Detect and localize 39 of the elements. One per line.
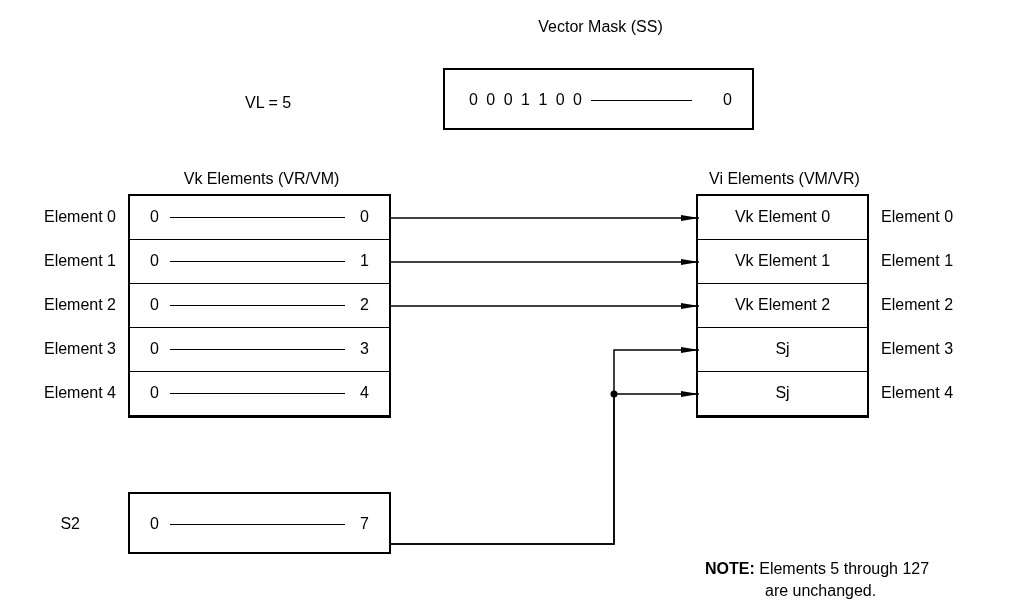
vector-length-label: VL = 5 bbox=[245, 94, 292, 112]
bit-index: 0 bbox=[150, 515, 159, 533]
arrow bbox=[388, 259, 700, 265]
bit-index: 4 bbox=[360, 384, 369, 402]
element-label: Element 3 bbox=[43, 340, 116, 358]
note-text: NOTE: Elements 5 through 127 are unchanged. bbox=[705, 559, 930, 601]
bit-index: 7 bbox=[360, 515, 369, 533]
bit-index: 0 bbox=[723, 91, 732, 109]
element-content: Vk Element 1 bbox=[733, 252, 832, 270]
bit-index: 0 bbox=[150, 340, 159, 358]
bit-index: 3 bbox=[360, 340, 369, 358]
register-heading: Vi Elements (VM/VR) bbox=[708, 170, 861, 188]
bit-index: 1 bbox=[360, 252, 369, 270]
bit-index: 0 bbox=[150, 252, 159, 270]
element-label: Element 0 bbox=[43, 208, 116, 226]
bit-index: 0 bbox=[360, 208, 369, 226]
element-label: Element 2 bbox=[43, 296, 116, 314]
element-label: S2 bbox=[60, 515, 80, 533]
arrow bbox=[388, 303, 700, 309]
element-label: Element 4 bbox=[881, 384, 954, 402]
element-label: Element 0 bbox=[881, 208, 954, 226]
bit-index: 0 bbox=[150, 208, 159, 226]
element-label: Element 1 bbox=[881, 252, 954, 270]
element-label: Element 2 bbox=[881, 296, 954, 314]
bit-index: 2 bbox=[360, 296, 369, 314]
arrow bbox=[390, 391, 700, 545]
element-label: Element 4 bbox=[43, 384, 116, 402]
register-heading: Vk Elements (VR/VM) bbox=[182, 170, 341, 188]
register-heading: Vector Mask (SS) bbox=[537, 18, 664, 36]
bit-index: 0 0 0 1 1 0 0 bbox=[469, 91, 584, 109]
element-content: Vk Element 0 bbox=[733, 208, 832, 226]
element-label: Element 1 bbox=[43, 252, 116, 270]
element-label: Element 3 bbox=[881, 340, 954, 358]
element-content: Sj bbox=[774, 384, 791, 402]
bit-index: 0 bbox=[150, 296, 159, 314]
element-content: Sj bbox=[774, 340, 791, 358]
bit-index: 0 bbox=[150, 384, 159, 402]
element-content: Vk Element 2 bbox=[733, 296, 832, 314]
arrow bbox=[388, 215, 700, 221]
